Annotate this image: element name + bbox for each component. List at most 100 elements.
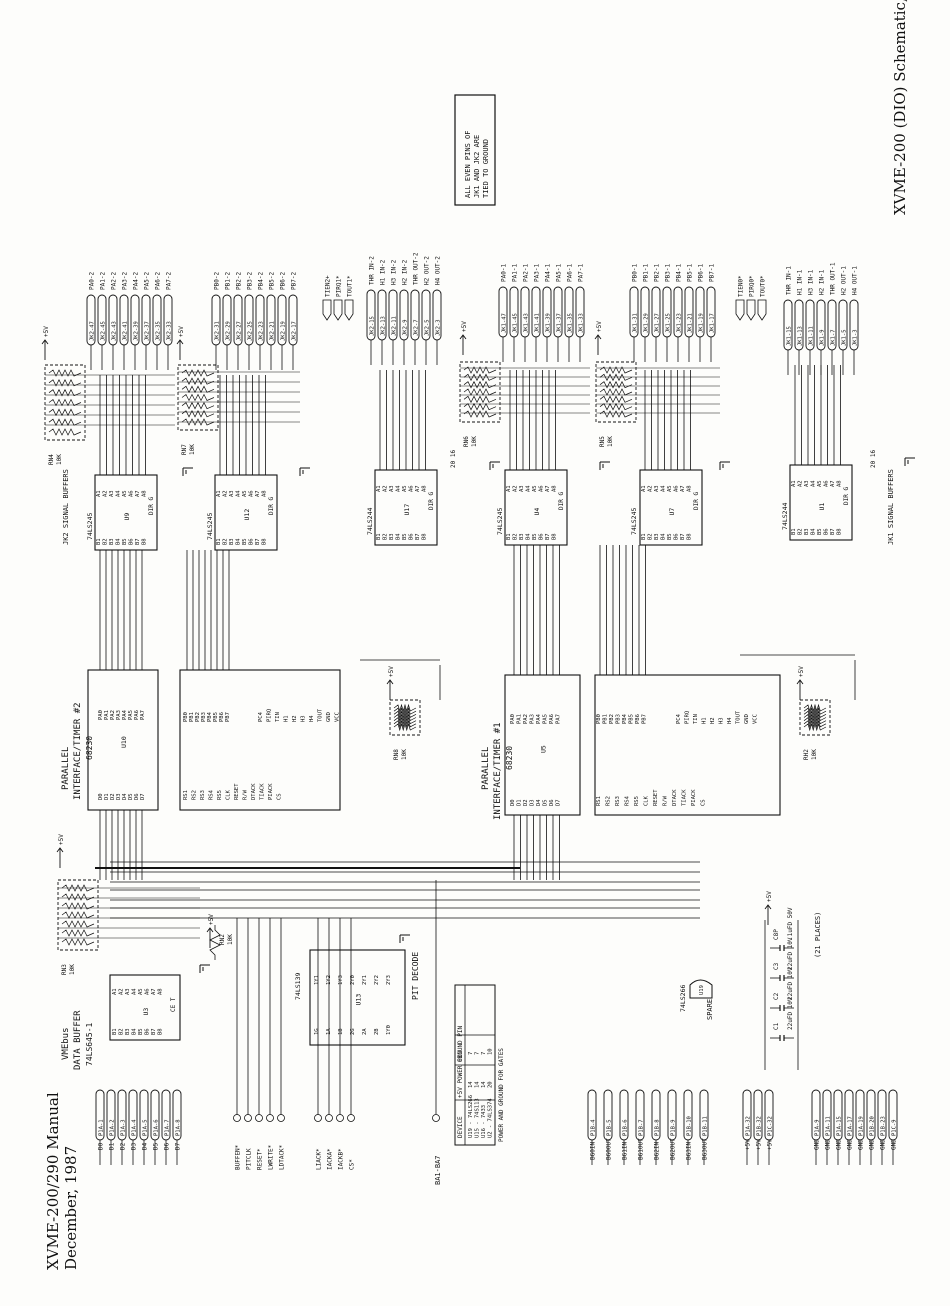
pit-pin: PA0: [510, 714, 516, 724]
resistor: [599, 410, 633, 418]
pit-pin: PB7: [642, 714, 648, 724]
buf-pin: A7: [415, 485, 421, 492]
connector-label: JK1-29: [644, 313, 650, 333]
connector-label: JK1-15: [787, 326, 793, 346]
connector-pin: [255, 294, 265, 346]
connector-pin: [97, 294, 107, 346]
u13-pin: 1Y2: [326, 975, 332, 985]
connector-pin: [399, 289, 409, 341]
connector-label: P1C-32: [768, 1116, 774, 1136]
connector-pin: [106, 1089, 116, 1141]
chip-body: [309, 949, 406, 1046]
connector-pin: [783, 299, 793, 351]
connector-pin: [587, 1089, 597, 1141]
table-ground-pin: 7: [475, 1052, 481, 1055]
signal-label: LWRITE*: [268, 1144, 275, 1170]
buf-pin: A1: [216, 490, 222, 497]
resistor: [181, 377, 215, 385]
iack-signal: LIACK*: [314, 1114, 323, 1170]
signal-label: PA4-1: [545, 264, 552, 282]
buf-pin: B5: [402, 533, 408, 540]
buf-pin: B8: [837, 528, 843, 535]
buf-pin: B1: [641, 533, 647, 540]
buf-pin: A5: [532, 485, 538, 492]
pit-ctrl-pin: CLK: [226, 789, 232, 800]
buf-pin: B1: [376, 533, 382, 540]
arrow: [386, 679, 394, 685]
power-table: DEVICE +5V POWER PIN GROUND PIN U19 - 74…: [454, 984, 505, 1146]
buf-pin: A3: [519, 485, 525, 492]
cap-c8p: C8P.1uFD 50V: [770, 907, 794, 951]
rn-id: RN3: [61, 964, 68, 975]
signal-label: IACKB*: [338, 1148, 345, 1170]
buf-pin: B1: [791, 528, 797, 535]
buf-pin: A8: [142, 490, 148, 497]
connector-label: P1B-23: [881, 1116, 887, 1136]
signal-label: PB3-2: [247, 272, 254, 290]
signal-terminal: [266, 1114, 274, 1122]
pit-pin: PB1: [189, 712, 195, 722]
buf-pin: A2: [103, 490, 109, 497]
vcc-label: +5V: [766, 891, 773, 902]
signal-label: +5V: [745, 1139, 752, 1150]
connector-pin: [735, 299, 745, 321]
pit-pin: PB0: [183, 712, 189, 722]
buf-pin: A5: [667, 485, 673, 492]
connector-label: JK2-7: [414, 319, 420, 336]
connector-label: JK2-33: [167, 321, 173, 341]
vcc-rn2: +5V: [206, 914, 215, 948]
buf-pin: A2: [119, 988, 125, 995]
pit-pin: D1: [104, 793, 110, 800]
connector-label: P1A-19: [859, 1116, 865, 1136]
buf-pin: B4: [661, 533, 667, 540]
buf-pin: A3: [109, 490, 115, 497]
pit-ctrl-pin: TIACK: [682, 789, 688, 806]
pit-pin: PA5: [543, 714, 549, 724]
connector-pin: [150, 1089, 160, 1141]
buf-pin: A7: [255, 490, 261, 497]
places-label: (21 PLACES): [814, 912, 822, 958]
cap-id: C2: [773, 992, 780, 1000]
resistor: [48, 408, 82, 417]
ba-bus-label: BA1-BA7: [434, 1155, 442, 1185]
connector-pin: [333, 299, 343, 321]
buf-pin: A4: [236, 490, 242, 497]
tien1-connector: TOUT0*: [757, 275, 767, 321]
buf-pin: B3: [389, 533, 395, 540]
buf-pin: B6: [145, 1028, 151, 1035]
buf-pin: B5: [532, 533, 538, 540]
signal-label: H3 IN-2: [391, 259, 398, 285]
signal-label: PA1-1: [512, 264, 519, 282]
cap-id: C8P: [773, 929, 780, 940]
buf-pin: B7: [680, 533, 686, 540]
pit-ctrl-pin: CLK: [644, 795, 650, 806]
connector-label: P1A-8: [176, 1119, 182, 1136]
rn-value: 10K: [607, 436, 614, 447]
rn-value: 10K: [189, 444, 196, 455]
connector-label: JK1-21: [688, 313, 694, 333]
connector-label: P1A-5: [143, 1119, 149, 1136]
connector-label: P1A-9: [815, 1119, 821, 1136]
connector-pin: [95, 1089, 105, 1141]
resistor: [803, 710, 827, 719]
signal-label: PB3-1: [665, 264, 672, 282]
pit-pin: D4: [122, 793, 128, 800]
buf-pin: B8: [158, 1028, 164, 1035]
connector-label: P1B-8: [655, 1119, 661, 1136]
buf-pin: A2: [798, 480, 804, 487]
gnd-u4: [599, 461, 610, 470]
ba-bus-terminal: [432, 1114, 440, 1122]
connector-pin: [746, 299, 756, 321]
resistor: [181, 385, 215, 394]
pit-pin: D5: [128, 793, 134, 800]
buf-pin: B4: [396, 533, 402, 540]
